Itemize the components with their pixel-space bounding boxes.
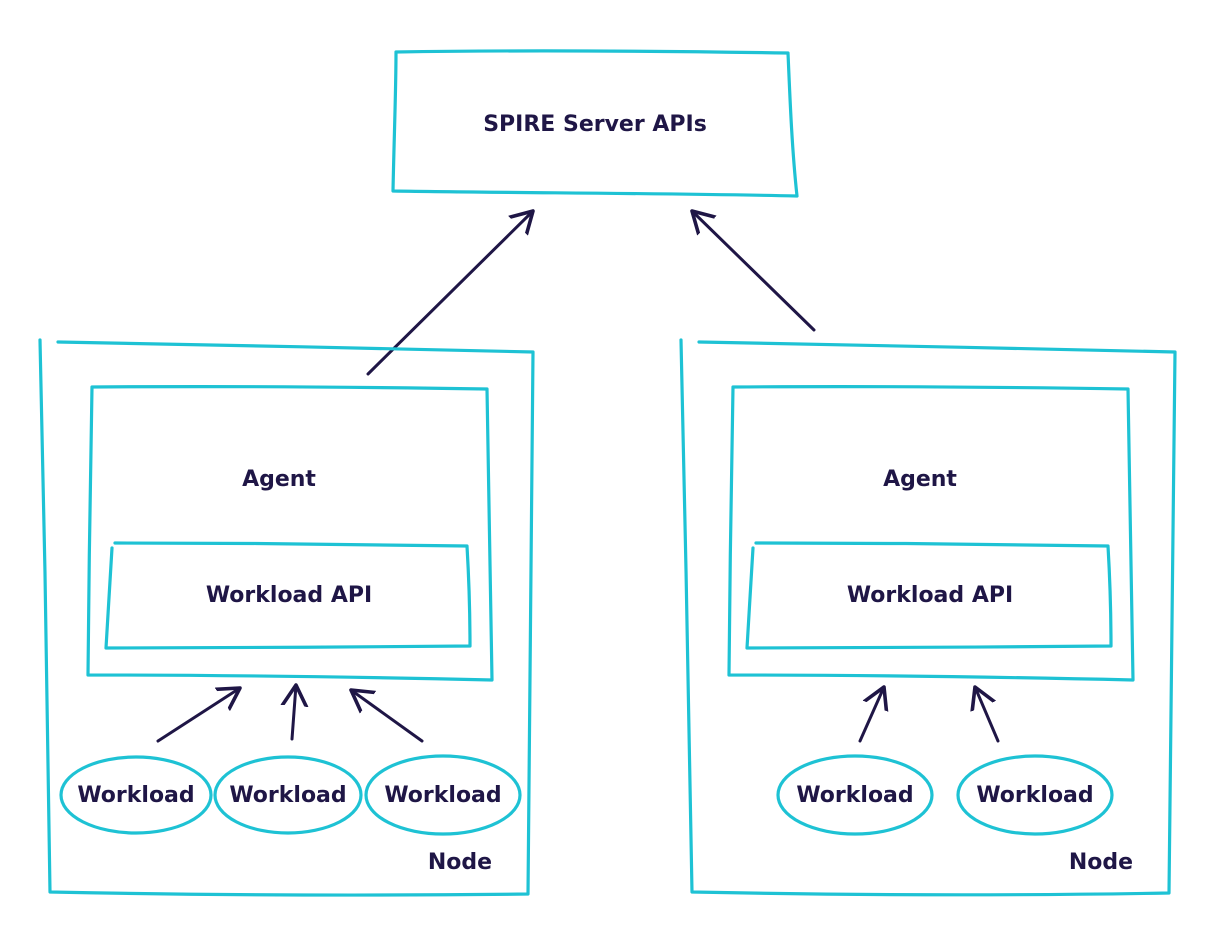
- server-box-outline: [391, 49, 799, 198]
- arrow-workload-1-to-api: [858, 687, 884, 743]
- workload-ellipse: [776, 754, 934, 836]
- node-right: Node Agent Workload API Workload Workloa…: [679, 338, 1177, 897]
- server-label: SPIRE Server APIs: [483, 112, 707, 137]
- workload-label: Workload: [796, 783, 913, 808]
- workload-label: Workload: [976, 783, 1093, 808]
- arrow-node2-to-server: [692, 211, 816, 332]
- arrow-workload-2-to-api: [975, 687, 1000, 743]
- agent-box-left: [86, 385, 494, 682]
- agent-box-right: [727, 385, 1135, 682]
- node-label: Node: [1069, 850, 1133, 875]
- workload-label: Workload: [229, 783, 346, 808]
- workload-label: Workload: [77, 783, 194, 808]
- node-label: Node: [428, 850, 492, 875]
- node-left-outline: [38, 338, 535, 897]
- arrow-workload-2-to-api: [292, 685, 296, 741]
- workload-api-label: Workload API: [847, 583, 1013, 608]
- node-left: Node Agent Workload API Workload Workloa…: [38, 338, 535, 897]
- spire-server-box: SPIRE Server APIs: [391, 49, 799, 198]
- agent-label: Agent: [242, 467, 316, 492]
- workload-api-box-left: [104, 541, 472, 650]
- agent-label: Agent: [883, 467, 957, 492]
- node-right-outline: [679, 338, 1177, 897]
- workload-ellipse: [364, 754, 522, 836]
- workload-ellipse: [213, 755, 363, 835]
- workload-ellipse: [956, 754, 1114, 836]
- workload-label: Workload: [384, 783, 501, 808]
- workload-ellipse: [59, 755, 213, 835]
- arrow-node1-to-server: [366, 211, 533, 376]
- workload-api-box-right: [745, 541, 1113, 650]
- arrow-workload-1-to-api: [156, 688, 240, 743]
- arrow-workload-3-to-api: [351, 690, 424, 743]
- workload-api-label: Workload API: [206, 583, 372, 608]
